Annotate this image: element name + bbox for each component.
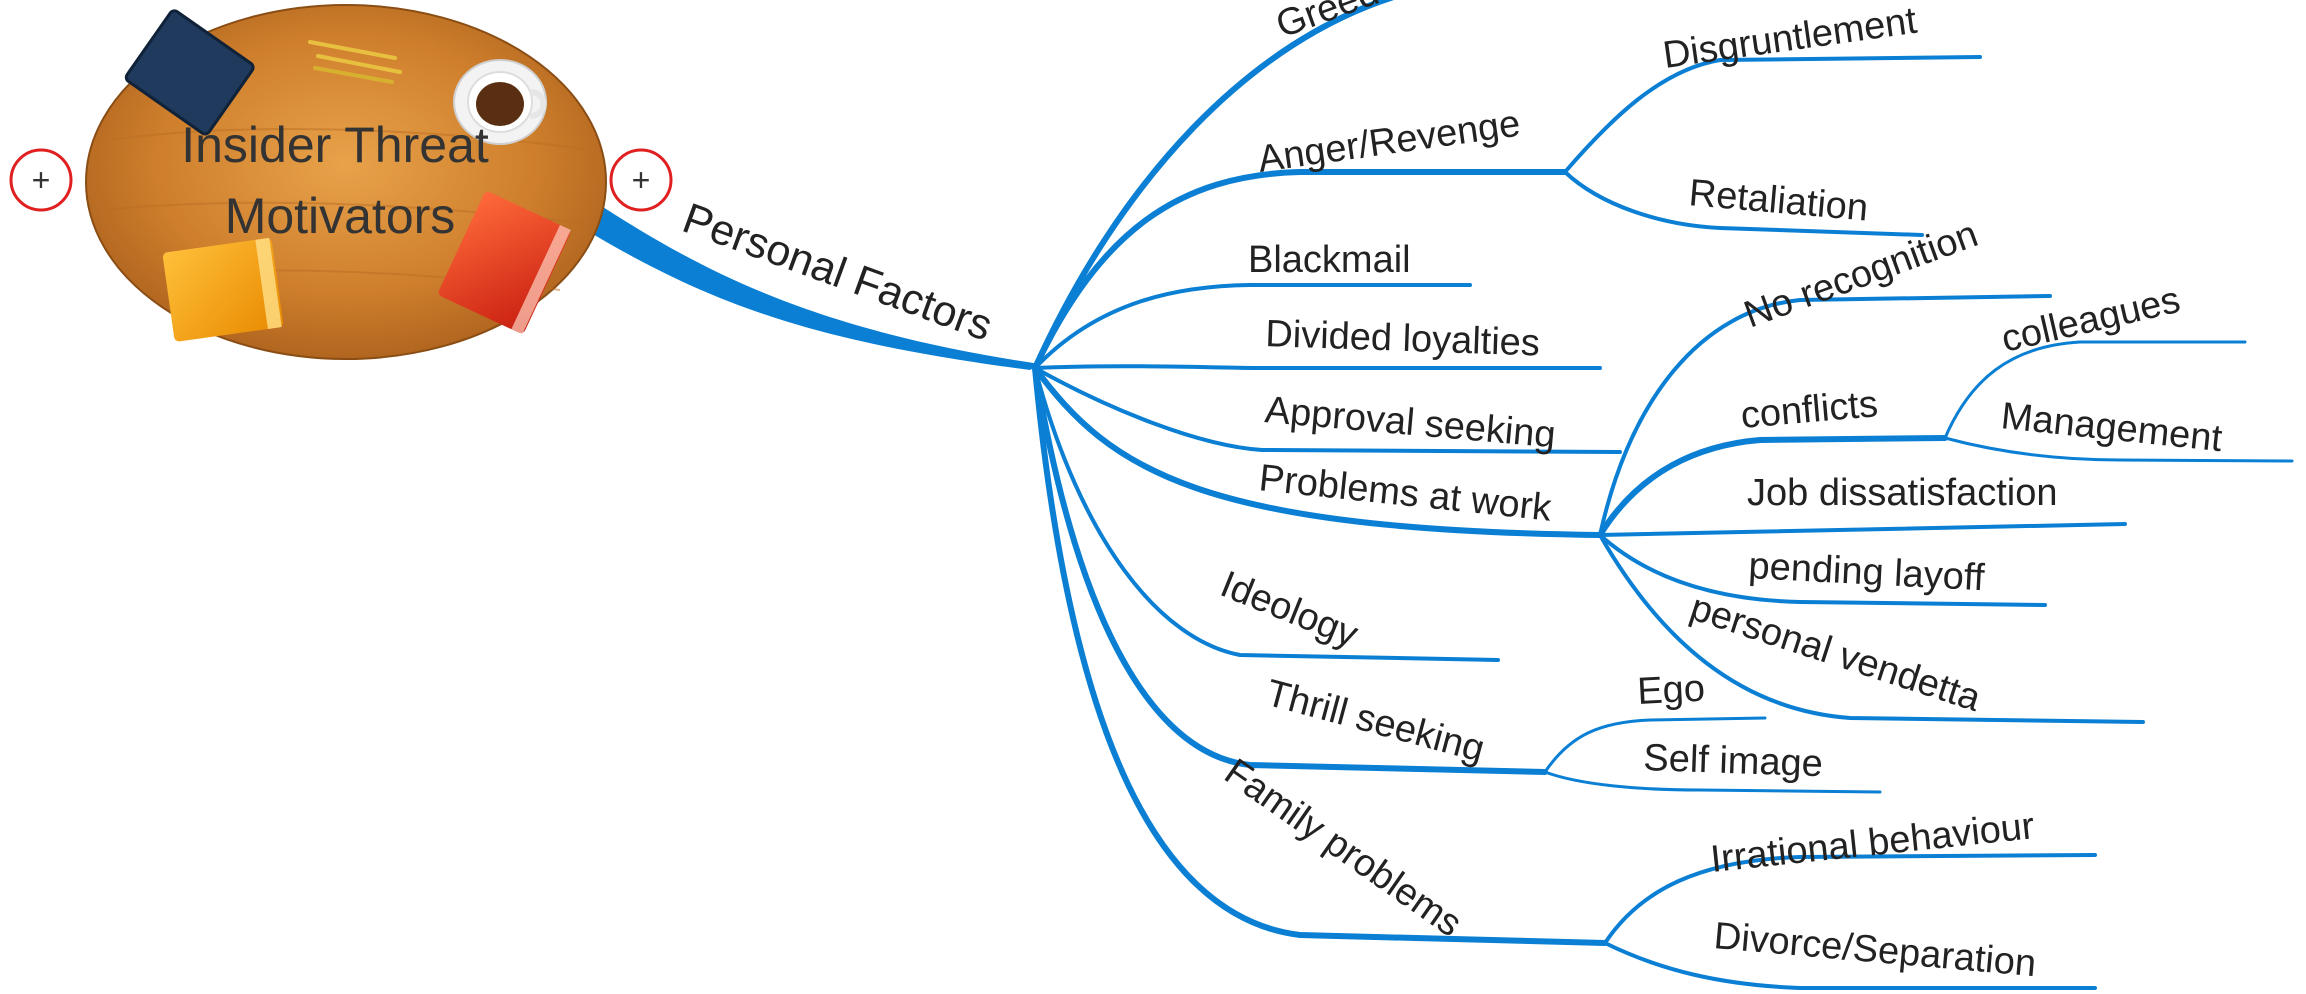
topic-thrill-seeking[interactable]: Thrill seeking	[1262, 672, 1489, 771]
topic-personal-vendetta[interactable]: personal vendetta	[1685, 587, 1986, 721]
red-book-icon	[438, 191, 571, 335]
topic-approval-seeking[interactable]: Approval seeking	[1263, 389, 1557, 456]
blue-book-icon	[124, 9, 255, 136]
branch-irrational-behaviour	[1603, 853, 2097, 945]
topic-problems-at-work[interactable]: Problems at work	[1257, 457, 1554, 530]
topic-management[interactable]: Management	[1999, 395, 2224, 460]
branch-disgruntlement	[1563, 55, 1982, 174]
central-topic-title-line2: Motivators	[225, 188, 456, 244]
topic-conflicts[interactable]: conflicts	[1739, 383, 1879, 437]
yellow-book-icon	[162, 237, 284, 342]
topic-disgruntlement[interactable]: Disgruntlement	[1660, 0, 1919, 77]
branch-conflicts	[1597, 435, 1948, 538]
branch-approval-seeking	[1033, 366, 1622, 454]
topic-colleagues[interactable]: colleagues	[1998, 279, 2184, 361]
topic-retaliation[interactable]: Retaliation	[1687, 172, 1870, 229]
branch-problems-at-work	[1032, 365, 1603, 538]
branch-family-problems	[1032, 365, 1608, 946]
branch-ideology	[1033, 366, 1500, 662]
branch-divided-loyalties	[1033, 364, 1602, 370]
central-topic-title-line1: Insider Threat	[181, 117, 489, 173]
branch-anger-revenge	[1032, 169, 1568, 371]
branch-personal-vendetta	[1598, 533, 2145, 724]
branch-ego	[1543, 716, 1767, 774]
expand-right-plus-icon: +	[632, 162, 651, 198]
topic-divorce-separation[interactable]: Divorce/Separation	[1712, 915, 2038, 985]
topic-greed[interactable]: Greed	[1271, 0, 1385, 46]
branch-retaliation	[1563, 170, 1924, 237]
topic-ego[interactable]: Ego	[1636, 668, 1706, 713]
topic-divided-loyalties[interactable]: Divided loyalties	[1265, 313, 1541, 365]
branch-management	[1943, 436, 2294, 463]
branch-self-image	[1543, 770, 1882, 794]
topic-ideology[interactable]: Ideology	[1215, 563, 1364, 656]
branch-thrill-seeking	[1032, 365, 1548, 775]
branch-job-dissatisfaction	[1598, 522, 2127, 537]
topic-job-dissatisfaction[interactable]: Job dissatisfaction	[1747, 472, 2058, 514]
branch-greed	[1032, 0, 1395, 371]
topic-pending-layoff[interactable]: pending layoff	[1748, 545, 1986, 599]
pencils-icon	[308, 40, 402, 84]
branch-colleagues	[1943, 340, 2247, 440]
coffee-cup-icon	[453, 59, 547, 145]
expand-left-plus-icon: +	[32, 162, 51, 198]
topic-self-image[interactable]: Self image	[1643, 737, 1824, 785]
topic-irrational-behaviour[interactable]: Irrational behaviour	[1709, 805, 2037, 881]
central-topic[interactable]: Insider Threat Motivators	[85, 4, 607, 360]
branch-personal-factors	[566, 200, 1040, 370]
expand-left-button[interactable]: +	[9, 148, 73, 212]
topic-family-problems[interactable]: Family problems	[1217, 751, 1469, 945]
topic-blackmail[interactable]: Blackmail	[1248, 239, 1411, 281]
branch-blackmail	[1033, 283, 1472, 370]
branch-pending-layoff	[1598, 533, 2047, 607]
expand-right-button[interactable]: +	[609, 148, 673, 212]
branch-divorce-separation	[1603, 941, 2097, 990]
branch-no-recognition	[1598, 294, 2052, 537]
